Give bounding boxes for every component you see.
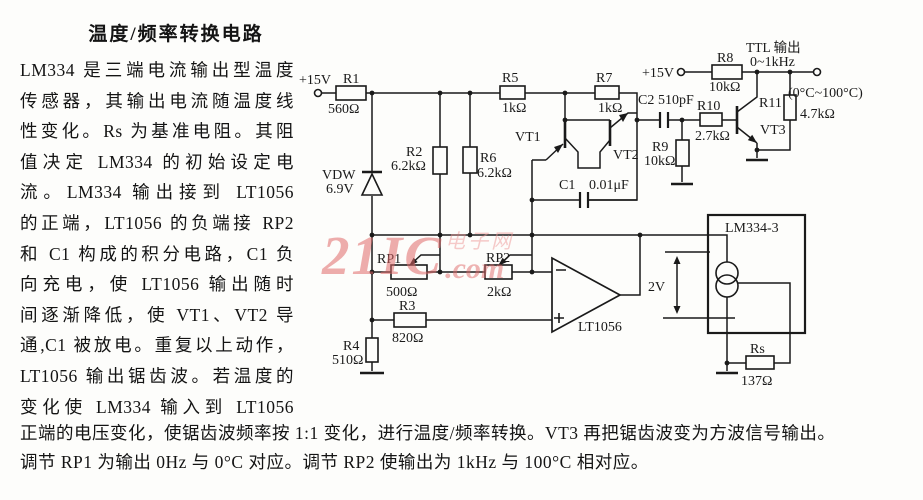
label-power-right: +15V	[642, 66, 674, 81]
label-r2: R2	[406, 145, 422, 160]
rp1-wiper-arrow	[409, 257, 418, 266]
footer-text: 正端的电压变化，使锯齿波频率按 1:1 变化，进行温度/频率转换。VT3 再把锯…	[20, 419, 912, 477]
label-rs: Rs	[750, 342, 765, 357]
label-r10: R10	[697, 99, 720, 114]
capacitor-c1	[578, 192, 590, 208]
value-c2: 510pF	[658, 93, 694, 108]
text-line: 性变化。Rs 为基准电阻。其阻	[20, 121, 294, 142]
text-line: 值决定 LM334 的初始设定电	[20, 151, 294, 172]
resistor-r11	[783, 94, 797, 121]
label-r11: R11	[759, 96, 782, 111]
capacitor-c2	[658, 112, 670, 128]
label-output-freq: 0~1kHz	[750, 55, 795, 70]
value-r9: 10kΩ	[644, 154, 675, 169]
current-source-icon	[715, 261, 739, 298]
footer-line: 正端的电压变化，使锯齿波频率按 1:1 变化，进行温度/频率转换。VT3 再把锯…	[20, 423, 836, 443]
vt2-emitter-arrow	[619, 113, 628, 122]
resistor-r4	[365, 337, 379, 363]
text-line: 向充电，使 LT1056 输出随时	[20, 274, 294, 295]
potentiometer-rp1	[390, 264, 428, 280]
label-2v: 2V	[648, 280, 665, 295]
resistor-r2	[432, 146, 448, 175]
label-temp-range: (0°C~100°C)	[788, 86, 863, 101]
value-r10: 2.7kΩ	[695, 129, 730, 144]
resistor-r1	[335, 85, 367, 101]
terminal-power-left	[313, 88, 323, 98]
text-line: LT1056 输出锯齿波。若温度的	[20, 365, 294, 386]
label-r7: R7	[596, 71, 612, 86]
label-power-left: +15V	[299, 73, 331, 88]
label-ttl-output: TTL 输出	[746, 40, 801, 55]
label-rp1: RP1	[377, 252, 401, 267]
label-c2: C2	[638, 93, 654, 108]
opamp-input-signs	[554, 269, 566, 323]
value-rs: 137Ω	[741, 374, 772, 389]
value-c1: 0.01μF	[589, 178, 629, 193]
label-r6: R6	[480, 151, 496, 166]
terminal-ttl-output	[812, 67, 822, 77]
label-r1: R1	[343, 72, 359, 87]
text-line: 和 C1 构成的积分电路，C1 负	[20, 243, 294, 264]
opamp-lt1056	[551, 256, 622, 334]
resistor-r6	[462, 146, 478, 174]
label-r4: R4	[343, 339, 359, 354]
text-line: 通,C1 被放电。重复以上动作，	[20, 335, 294, 356]
junction-dots	[369, 69, 793, 366]
label-r8: R8	[717, 51, 733, 66]
label-vt1: VT1	[515, 130, 541, 145]
resistor-r5	[499, 85, 526, 100]
resistor-r9	[675, 139, 690, 167]
label-vt2: VT2	[613, 148, 639, 163]
value-r1: 560Ω	[328, 102, 359, 117]
terminal-power-right	[676, 67, 686, 77]
value-r5: 1kΩ	[502, 101, 526, 116]
resistor-r8	[711, 64, 743, 80]
value-rp1: 500Ω	[386, 285, 417, 300]
text-line: 变化使 LM334 输入到 LT1056	[20, 396, 294, 417]
text-line: 间逐渐降低，使 VT1、VT2 导	[20, 304, 294, 325]
label-r9: R9	[652, 140, 668, 155]
value-rp2: 2kΩ	[487, 285, 511, 300]
text-line: 的正端，LT1056 的负端接 RP2	[20, 212, 294, 233]
value-r2: 6.2kΩ	[391, 159, 426, 174]
label-c1: C1	[559, 178, 575, 193]
label-r3: R3	[399, 299, 415, 314]
label-vdw: VDW	[322, 168, 356, 183]
text-line: LM334 是三端电流输出型温度	[20, 60, 294, 80]
rp2-wiper-arrow	[498, 257, 507, 266]
label-opamp: LT1056	[578, 320, 622, 335]
vt3-emitter-arrow	[747, 134, 757, 143]
label-lm334: LM334-3	[725, 221, 779, 236]
meas-arrow-down	[673, 306, 681, 314]
resistor-r10	[699, 112, 723, 127]
lm334-box	[706, 213, 807, 335]
value-r8: 10kΩ	[709, 80, 740, 95]
page-title: 温度/频率转换电路	[88, 24, 264, 45]
label-rp2: RP2	[486, 251, 510, 266]
value-r6: 6.2kΩ	[477, 166, 512, 181]
value-r3: 820Ω	[392, 331, 423, 346]
value-r11: 4.7kΩ	[800, 107, 835, 122]
text-line: 流。LM334 输出接到 LT1056	[20, 182, 294, 203]
label-vt3: VT3	[760, 123, 786, 138]
potentiometer-rp2	[484, 264, 513, 280]
footer-line: 调节 RP1 为输出 0Hz 与 0°C 对应。调节 RP2 使输出为 1kHz…	[20, 451, 649, 472]
meas-arrow-up	[673, 256, 681, 264]
vt1-emitter-arrow	[554, 144, 563, 153]
resistor-rs	[745, 355, 775, 370]
value-r7: 1kΩ	[598, 101, 622, 116]
text-line: 传感器，其输出电流随温度线	[20, 90, 294, 111]
value-vdw: 6.9V	[326, 182, 354, 197]
zener-vdw	[360, 172, 384, 196]
resistor-r7	[594, 85, 620, 100]
value-r4: 510Ω	[332, 353, 363, 368]
resistor-r3	[393, 312, 427, 328]
description-text: 温度/频率转换电路 LM334 是三端电流输出型温度 传感器，其输出电流随温度线…	[20, 22, 294, 422]
label-r5: R5	[502, 71, 518, 86]
